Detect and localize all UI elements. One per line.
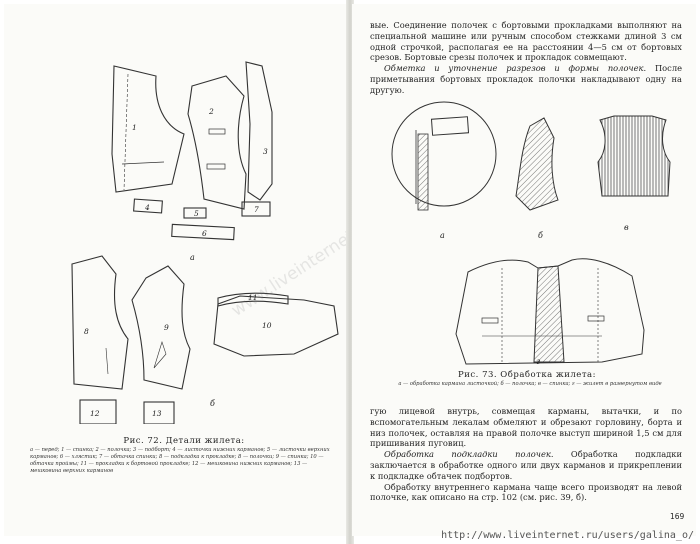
figure-73-vest-processing: а б в г bbox=[391, 101, 671, 366]
text-block-bottom: гую лицевой внутрь, совмещая карманы, вы… bbox=[370, 406, 682, 503]
label-13: 13 bbox=[152, 409, 162, 418]
label-1: 1 bbox=[132, 123, 137, 132]
piece-13 bbox=[143, 401, 175, 424]
label-9: 9 bbox=[164, 323, 169, 332]
piece-9-back-lining bbox=[131, 265, 191, 390]
label-5: 5 bbox=[194, 209, 199, 218]
book-gutter bbox=[346, 0, 354, 544]
fig73-label-a: а bbox=[440, 231, 445, 240]
subfigure-a: а bbox=[190, 253, 195, 262]
front-b bbox=[515, 117, 559, 211]
fig73-label-g: г bbox=[536, 357, 540, 366]
figure-72-legend: а — перед; 1 — спинка; 2 — полочка; 3 — … bbox=[30, 447, 330, 474]
paragraph-3: гую лицевой внутрь, совмещая карманы, вы… bbox=[370, 406, 682, 449]
paragraph-4-lead: Обработка подкладки полочек. bbox=[384, 449, 554, 460]
piece-3-facing bbox=[245, 61, 273, 201]
label-6: 6 bbox=[202, 229, 207, 238]
label-8: 8 bbox=[84, 327, 89, 336]
label-2: 2 bbox=[208, 107, 214, 116]
watermark-url: http://www.liveinternet.ru/users/galina_… bbox=[441, 530, 694, 541]
label-12: 12 bbox=[90, 409, 100, 418]
piece-5 bbox=[183, 207, 207, 219]
paragraph-2-lead: Обметка и уточнение разрезов и формы пол… bbox=[384, 63, 647, 74]
left-page: 1 2 3 4 5 6 7 8 9 10 11 12 13 а б www.li… bbox=[4, 4, 378, 536]
paragraph-4-text: Обработка подкладки заключается в обрабо… bbox=[370, 449, 682, 481]
label-7: 7 bbox=[254, 205, 259, 214]
fig73-label-b: б bbox=[538, 231, 543, 240]
paragraph-4: Обработка подкладки полочек. Обработка п… bbox=[370, 449, 682, 481]
piece-10-armhole-facing bbox=[213, 295, 339, 357]
fig73-label-v: в bbox=[624, 223, 629, 232]
piece-11 bbox=[217, 292, 289, 307]
piece-4 bbox=[133, 198, 163, 214]
vest-open-g bbox=[455, 258, 645, 365]
piece-8-lining bbox=[71, 255, 129, 390]
piece-1-back bbox=[111, 65, 185, 193]
paragraph-5: Обработку внутреннего кармана чаще всего… bbox=[370, 481, 682, 503]
label-10: 10 bbox=[262, 321, 272, 330]
label-11: 11 bbox=[248, 293, 258, 302]
piece-7 bbox=[241, 201, 271, 217]
figure-72-caption: Рис. 72. Детали жилета: bbox=[123, 436, 245, 446]
paragraph-1: вые. Соединение полочек с бортовыми прок… bbox=[370, 20, 682, 63]
page-number: 169 bbox=[670, 512, 685, 521]
subfigure-b: б bbox=[210, 399, 215, 408]
back-v bbox=[597, 115, 671, 197]
figure-73-legend: а — обработка кармана листочкой; б — пол… bbox=[398, 381, 662, 387]
label-3: 3 bbox=[263, 147, 268, 156]
paragraph-2: Обметка и уточнение разрезов и формы пол… bbox=[370, 63, 682, 95]
piece-6 bbox=[171, 223, 235, 241]
label-4: 4 bbox=[144, 203, 150, 212]
detail-circle-a bbox=[391, 101, 497, 207]
right-page: вые. Соединение полочек с бортовыми прок… bbox=[352, 4, 696, 536]
text-block-top: вые. Соединение полочек с бортовыми прок… bbox=[370, 20, 682, 96]
figure-72-pattern-pieces: 1 2 3 4 5 6 7 8 9 10 11 12 13 а б bbox=[71, 61, 339, 424]
paragraph-2-text: После приметывания бортовых прокладок по… bbox=[370, 63, 682, 95]
piece-2-front bbox=[187, 75, 247, 210]
piece-12 bbox=[79, 399, 117, 424]
figure-73-caption: Рис. 73. Обработка жилета: bbox=[458, 370, 596, 380]
